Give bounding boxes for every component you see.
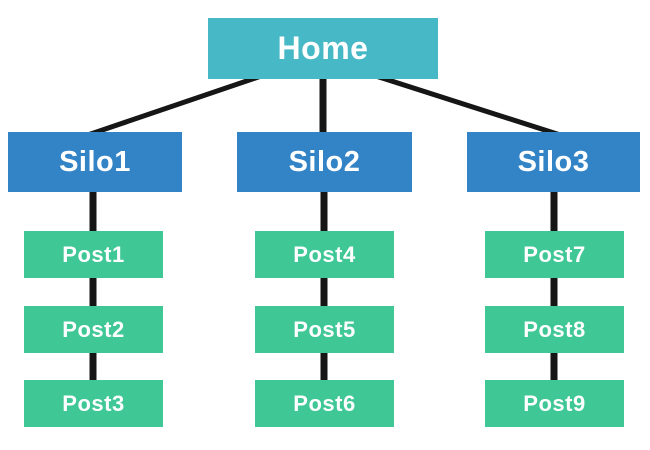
post1-node: Post1 — [24, 231, 163, 278]
post5-node: Post5 — [255, 306, 394, 353]
post8-node: Post8 — [485, 306, 624, 353]
post4-node: Post4 — [255, 231, 394, 278]
post7-node: Post7 — [485, 231, 624, 278]
connector-home-silo1 — [72, 67, 280, 143]
post3-node: Post3 — [24, 380, 163, 427]
home-node: Home — [208, 18, 438, 79]
connector-home-silo3 — [356, 67, 577, 143]
post6-node: Post6 — [255, 380, 394, 427]
silo3-node: Silo3 — [467, 132, 640, 192]
post2-node: Post2 — [24, 306, 163, 353]
post9-node: Post9 — [485, 380, 624, 427]
silo2-node: Silo2 — [237, 132, 412, 192]
silo1-node: Silo1 — [8, 132, 182, 192]
